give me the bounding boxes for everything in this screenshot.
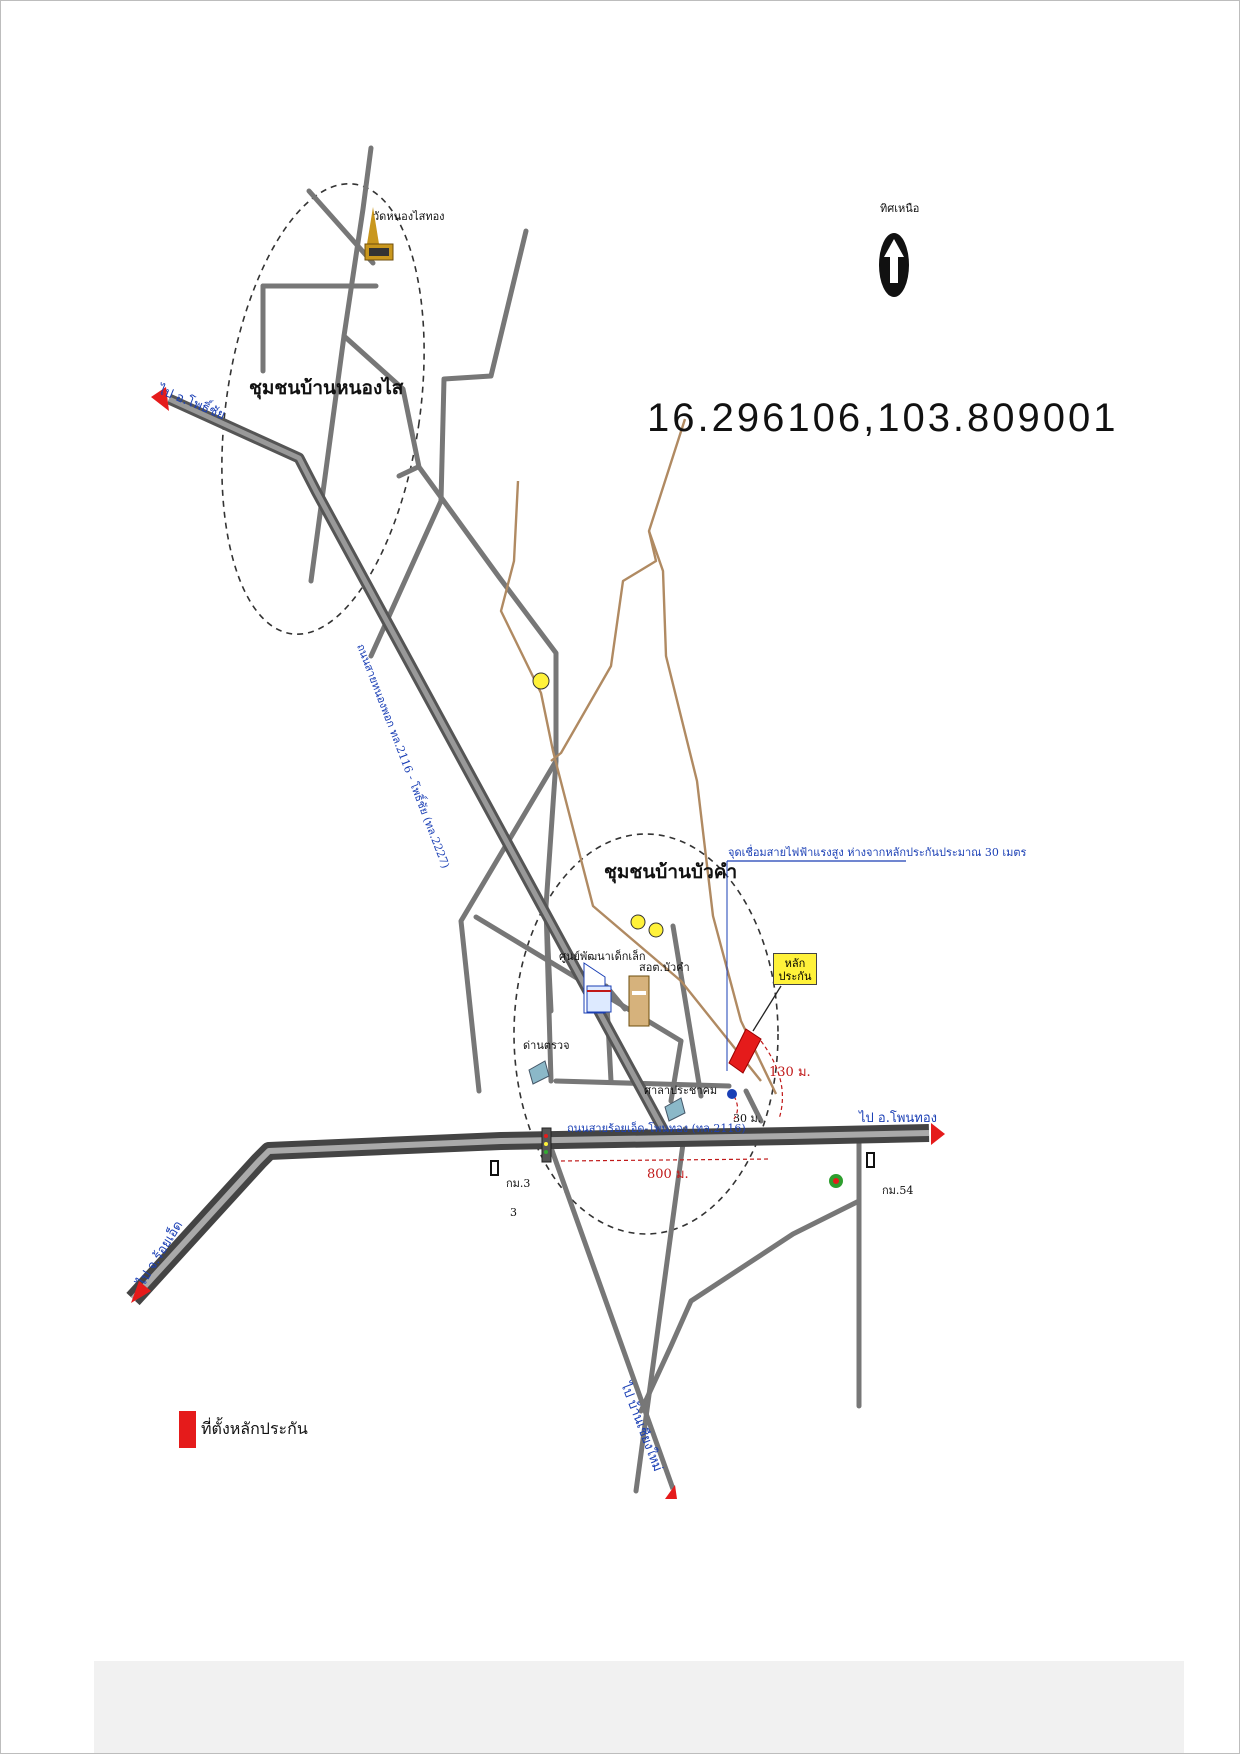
gas-station-icon [829, 1174, 843, 1188]
km3-label: กม.3 [506, 1177, 531, 1190]
distance-800-label: 800 ม. [647, 1167, 689, 1182]
km3-marker-icon [490, 1160, 499, 1176]
distance-30-label: 30 ม. [733, 1112, 762, 1125]
collateral-callout: หลักประกัน [773, 953, 817, 985]
village-hall-label: ศาลาประชาคม [644, 1084, 718, 1097]
power-pole-icon [727, 1089, 737, 1099]
arrow-to-phon-thong [931, 1123, 945, 1145]
community-circle-nong-sai [221, 183, 425, 635]
health-station-label: สอต.บัวคำ [639, 961, 690, 974]
distance-markers [560, 1040, 784, 1162]
arrow-to-phon-chai [151, 387, 169, 411]
dirt-roads [499, 418, 778, 1095]
distance-130-label: 130 ม. [769, 1065, 811, 1080]
temple-icon [364, 207, 394, 261]
north-label: ทิศเหนือ [880, 202, 920, 215]
legend-collateral-swatch [179, 1411, 196, 1448]
checkpoint-label: ด่านตรวจ [523, 1039, 570, 1052]
footer-band [94, 1661, 1184, 1753]
arrow-to-south [665, 1485, 677, 1499]
child-center-icon [583, 962, 612, 1014]
collateral-parcel [728, 1028, 762, 1074]
km54-marker-icon [866, 1152, 875, 1168]
community-circle-bua-kham [513, 833, 779, 1235]
route-markers [532, 672, 664, 938]
arrow-to-roi-et [131, 1281, 151, 1303]
village-hall-icon [664, 1097, 686, 1122]
checkpoint-building-icon [528, 1060, 550, 1085]
legend-collateral-label: ที่ตั้งหลักประกัน [201, 1419, 308, 1438]
child-center-label: ศูนย์พัฒนาเด็กเล็ก [559, 950, 646, 963]
road-label-phon-thong: ไป อ.โพนทอง [859, 1111, 938, 1126]
highway-2116-label: ถนนสายร้อยเอ็ด-โพนทอง (ทล.2116) [567, 1122, 746, 1135]
route-marker-2 [630, 914, 646, 930]
community-label-bua-kham: ชุมชนบ้านบัวคำ [604, 861, 738, 883]
power-line-note: จุดเชื่อมสายไฟฟ้าแรงสูง ห่างจากหลักประกั… [728, 846, 1027, 859]
north-arrow-icon [879, 233, 909, 297]
temple-label: วัดหนองไสทอง [373, 210, 445, 223]
km3-number: 3 [510, 1206, 517, 1219]
route-marker-3 [648, 922, 664, 938]
health-station-icon [628, 975, 650, 1027]
coordinates-text: 16.296106,103.809001 [647, 396, 1119, 440]
main-highway [126, 1124, 930, 1306]
minor-roads [260, 145, 862, 1494]
route-marker-1 [532, 672, 550, 690]
highway-northwest [166, 393, 676, 1147]
km54-label: กม.54 [882, 1184, 914, 1197]
road-to-south [546, 1141, 676, 1490]
community-label-nong-sai: ชุมชนบ้านหนองไส [249, 377, 404, 399]
